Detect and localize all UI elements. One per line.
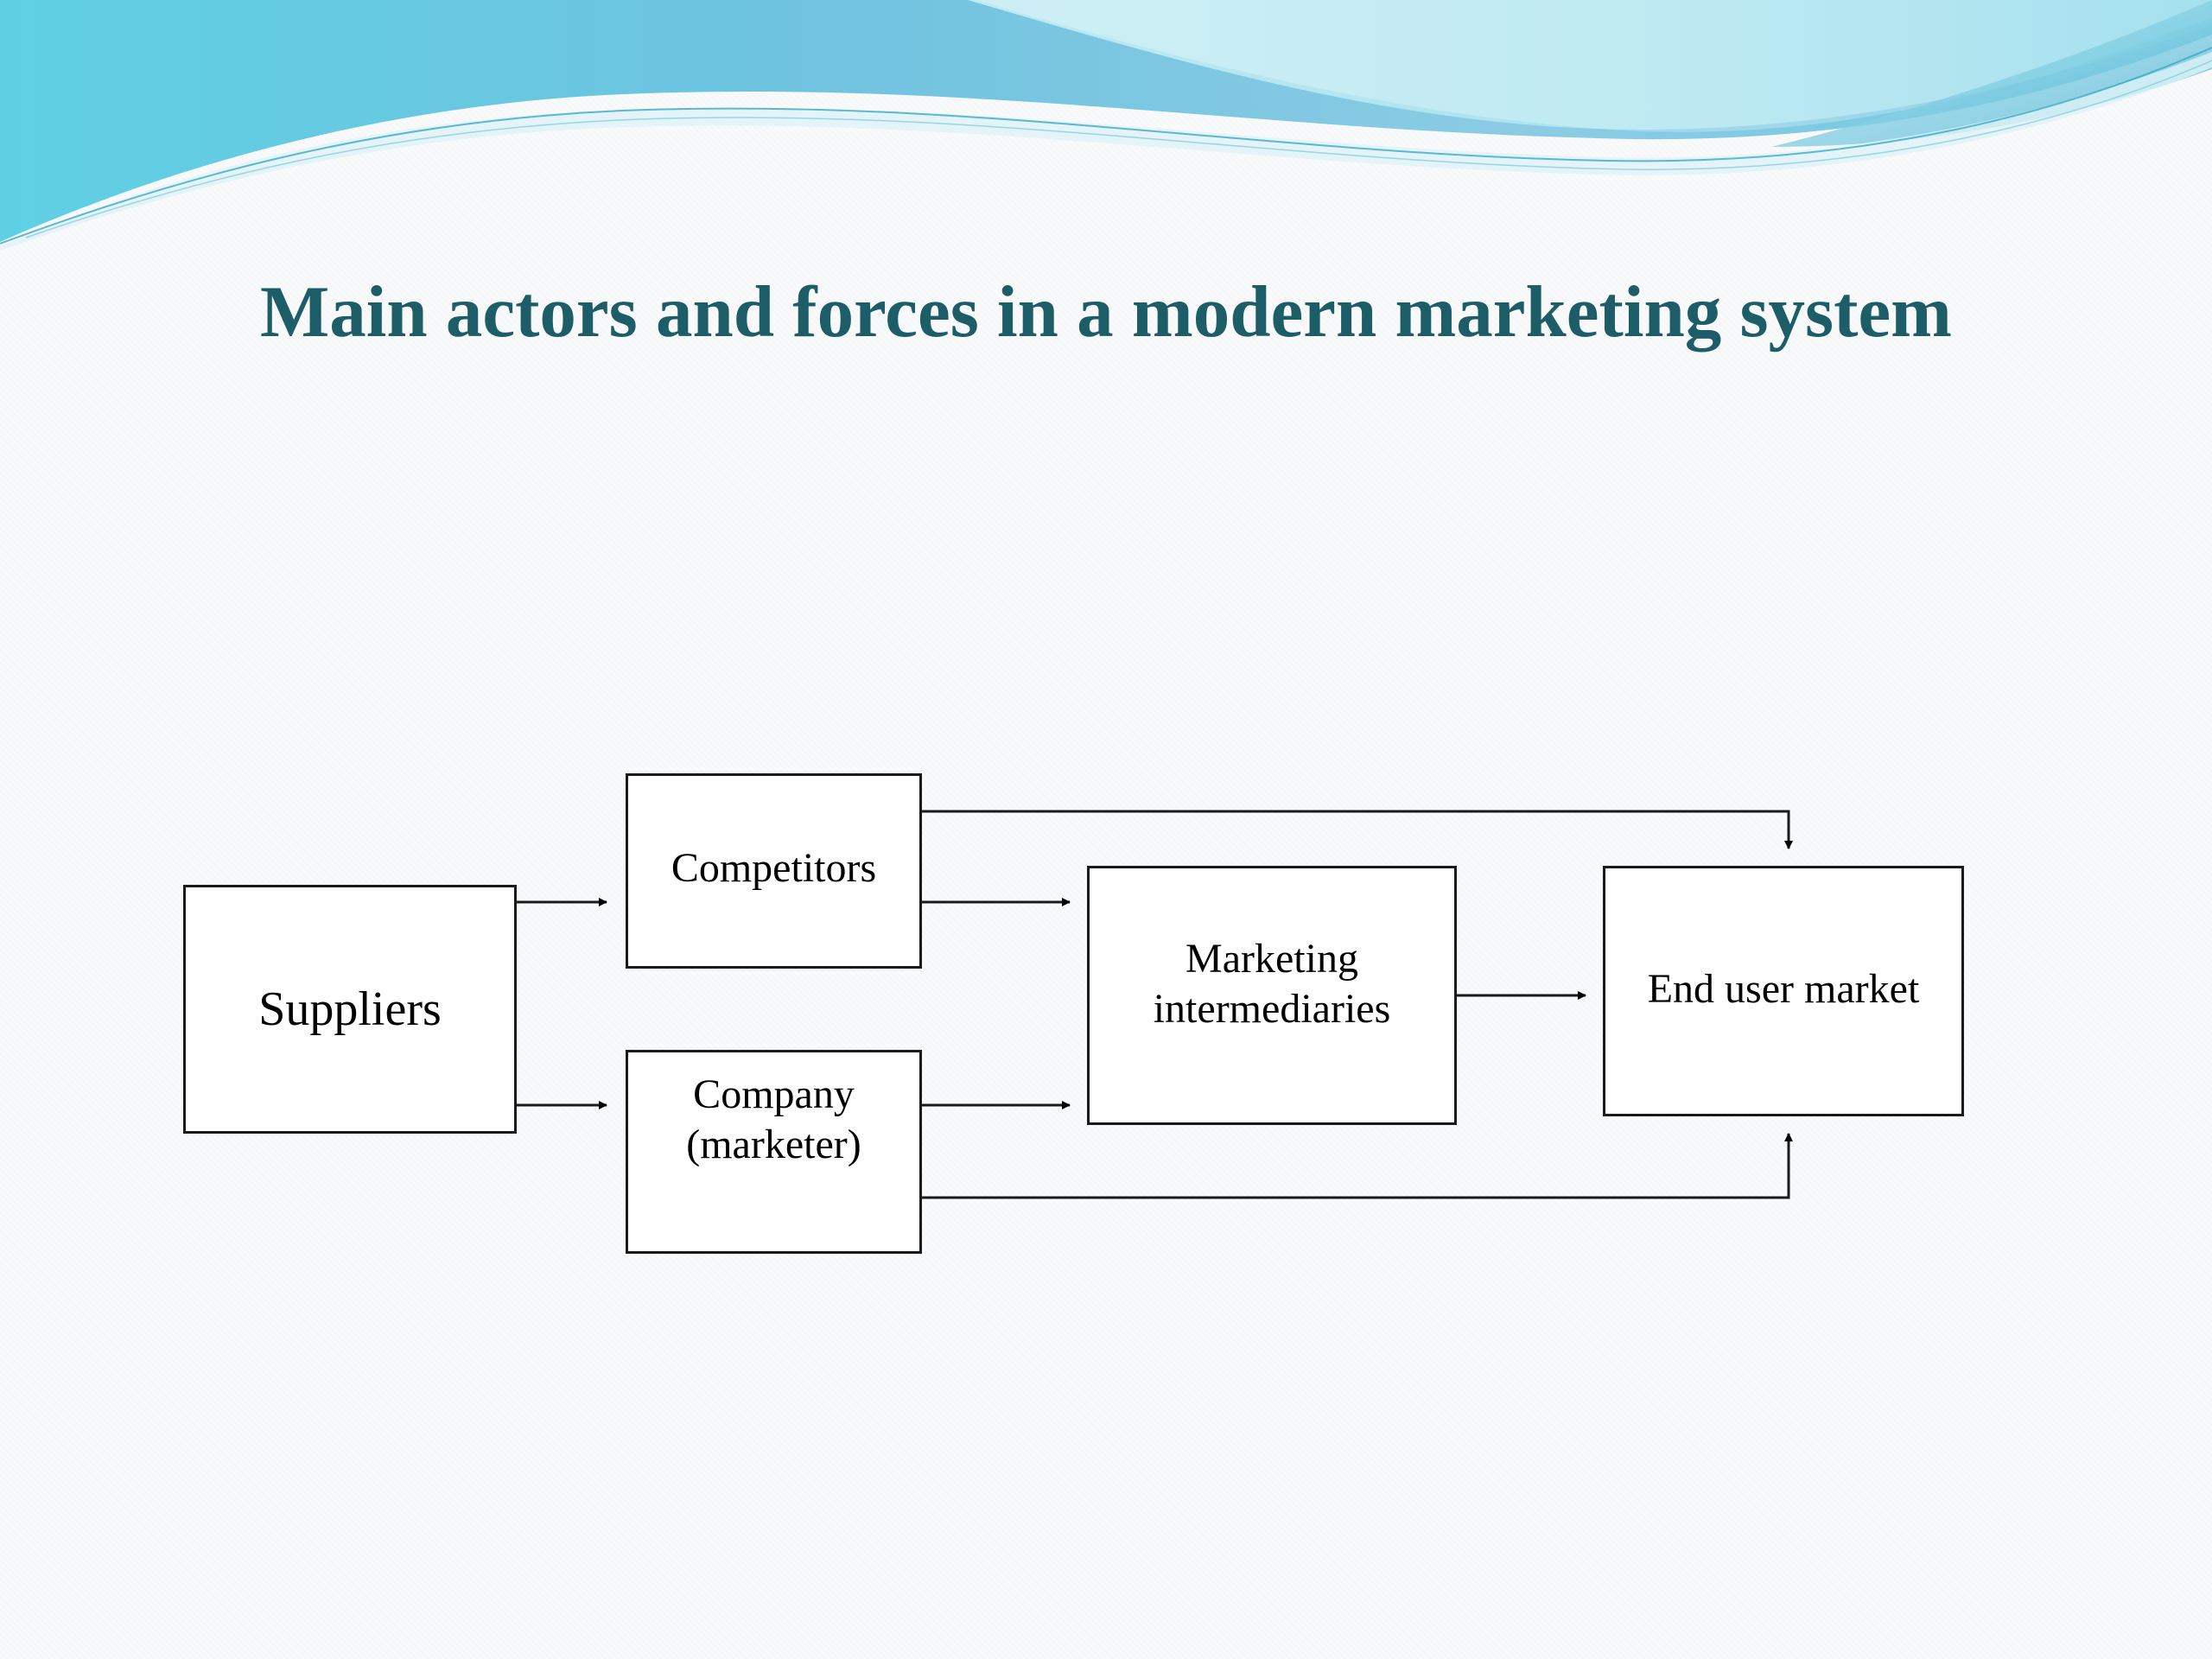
node-intermediaries-label-line1: Marketing [1185, 936, 1358, 982]
decorative-wave-banner [0, 0, 2212, 251]
node-intermediaries-label-line2: intermediaries [1153, 986, 1391, 1032]
page-title: Main actors and forces in a modern marke… [260, 271, 1952, 353]
banner-wave-highlight [968, 0, 2212, 130]
banner-wave-right [1771, 0, 2212, 147]
banner-wave-streak [976, 0, 2212, 132]
node-suppliers-label: Suppliers [258, 982, 442, 1036]
node-end-user-market: End user market [1603, 866, 1964, 1116]
node-suppliers: Suppliers [183, 885, 517, 1134]
node-enduser-label: End user market [1647, 965, 1920, 1012]
arrow-competitors-to-enduser [922, 810, 1793, 849]
node-company-label-line2: (marketer) [686, 1122, 861, 1167]
node-competitors-label: Competitors [671, 844, 877, 891]
node-marketing-intermediaries: Marketing intermediaries [1087, 866, 1457, 1125]
arrow-company-to-enduser [922, 1133, 1793, 1199]
node-competitors: Competitors [626, 773, 922, 969]
node-company: Company (marketer) [626, 1050, 922, 1254]
node-company-label-line1: Company [693, 1071, 855, 1117]
